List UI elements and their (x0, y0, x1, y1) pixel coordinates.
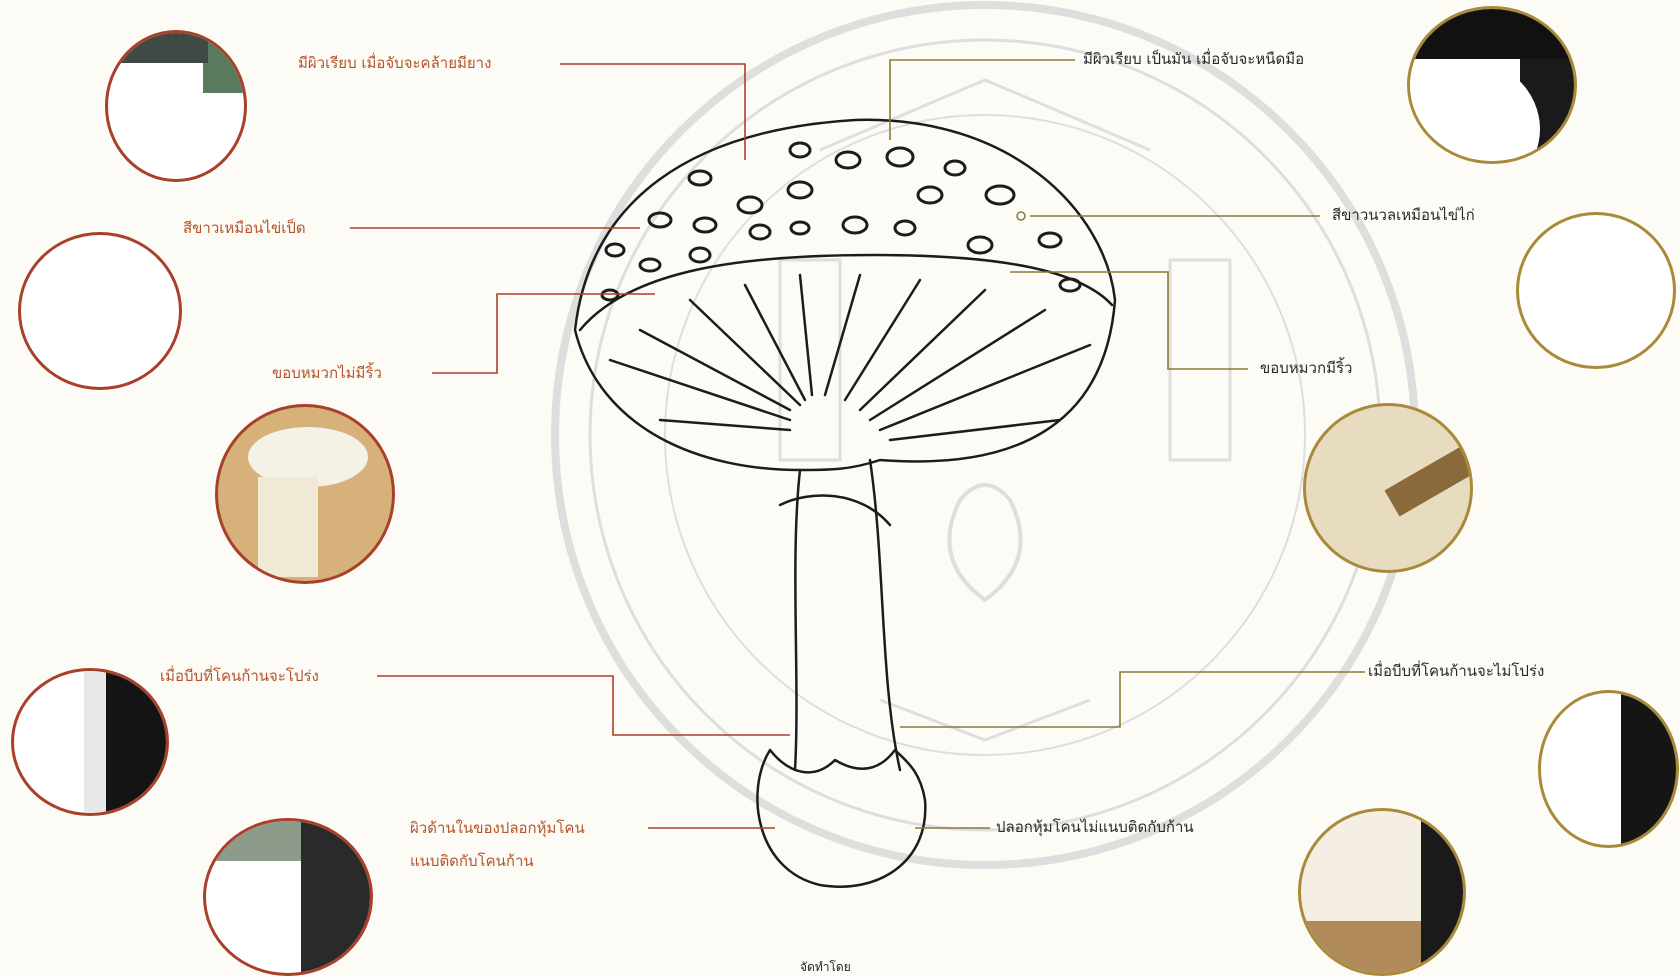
photo-cap-edge-right (1303, 403, 1473, 573)
photo-cap-surface-right (1407, 6, 1577, 164)
label-chicken-egg-white: สีขาวนวลเหมือนไข่ไก่ (1332, 206, 1475, 224)
photo-cap-color-left (18, 232, 182, 390)
label-cap-edge-striated: ขอบหมวกมีริ้ว (1260, 359, 1352, 377)
photo-cap-color-right (1516, 212, 1676, 369)
label-stem-base-solid: เมื่อบีบที่โคนก้านจะไม่โปร่ง (1368, 662, 1544, 680)
photo-stem-base-right (1538, 690, 1679, 848)
photo-stem-base-left (11, 668, 169, 816)
photo-cap-edge-left (215, 404, 395, 584)
footer-credit: จัดทำโดย (800, 958, 851, 977)
label-cap-edge-no-striations: ขอบหมวกไม่มีริ้ว (272, 364, 382, 382)
label-smooth-rubbery: มีผิวเรียบ เมื่อจับจะคล้ายมียาง (298, 54, 491, 72)
photo-volva-right (1298, 808, 1466, 976)
label-stem-base-hollow: เมื่อบีบที่โคนก้านจะโปร่ง (160, 667, 319, 685)
label-smooth-shiny-sticky: มีผิวเรียบ เป็นมัน เมื่อจับจะหนืดมือ (1083, 50, 1304, 68)
label-volva-loose: ปลอกหุ้มโคนไม่แนบติดกับก้าน (996, 818, 1194, 836)
label-duck-egg-white: สีขาวเหมือนไข่เป็ด (183, 219, 306, 237)
photo-cap-surface-left (105, 30, 247, 182)
label-volva-inner-line1: ผิวด้านในของปลอกหุ้มโคน (410, 819, 585, 837)
label-volva-inner-line2: แนบติดกับโคนก้าน (410, 852, 534, 870)
photo-volva-left (203, 818, 373, 976)
